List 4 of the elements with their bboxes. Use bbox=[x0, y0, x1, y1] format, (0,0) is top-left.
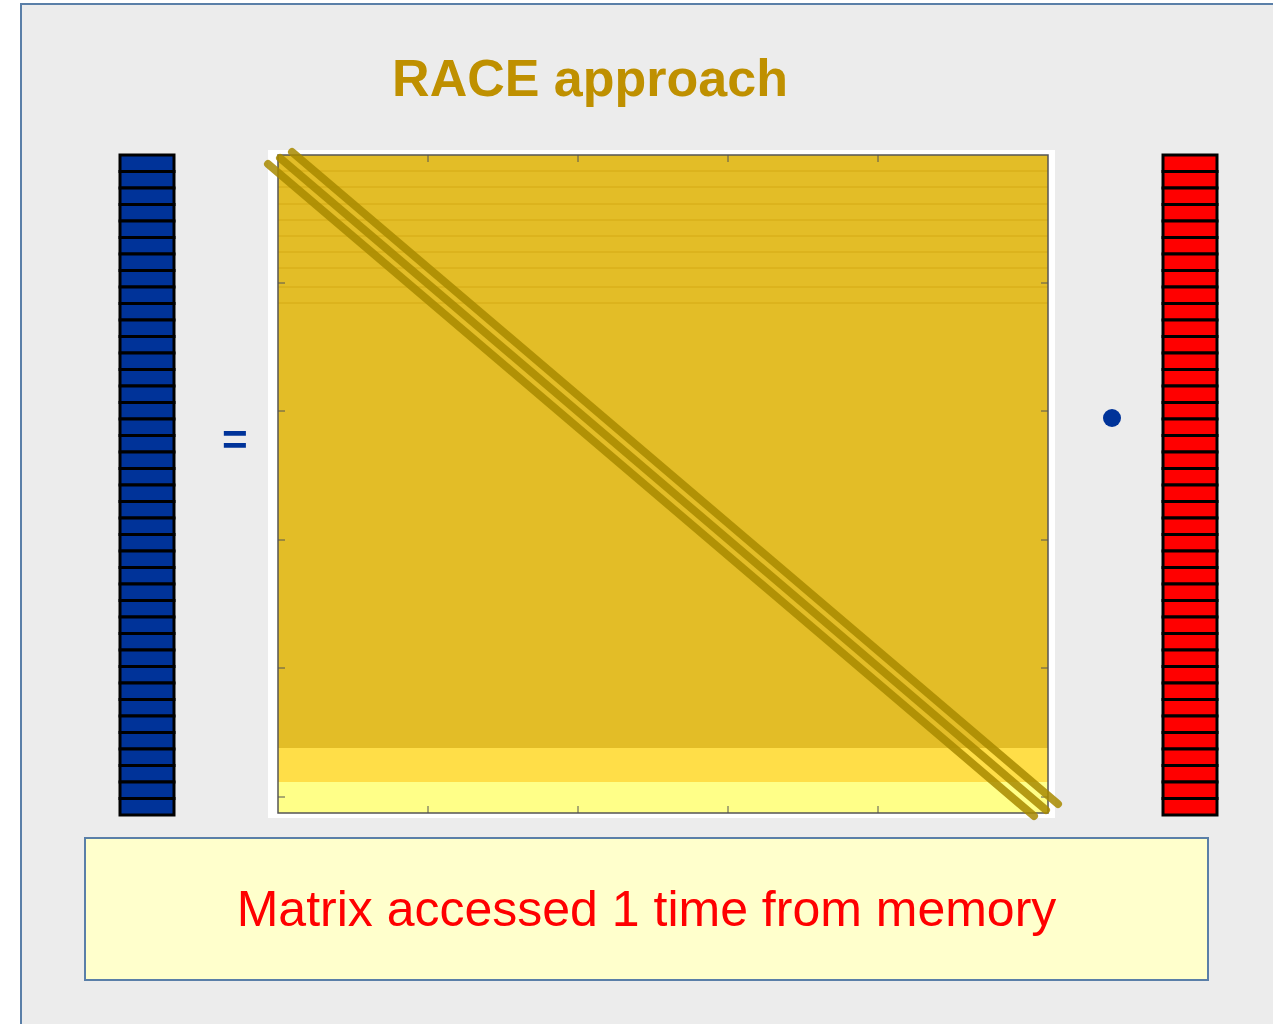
note-box bbox=[84, 837, 1209, 981]
equals-sign: = bbox=[222, 418, 248, 462]
title: RACE approach bbox=[391, 48, 789, 108]
note-text: Matrix accessed 1 time from memory bbox=[236, 880, 1057, 938]
